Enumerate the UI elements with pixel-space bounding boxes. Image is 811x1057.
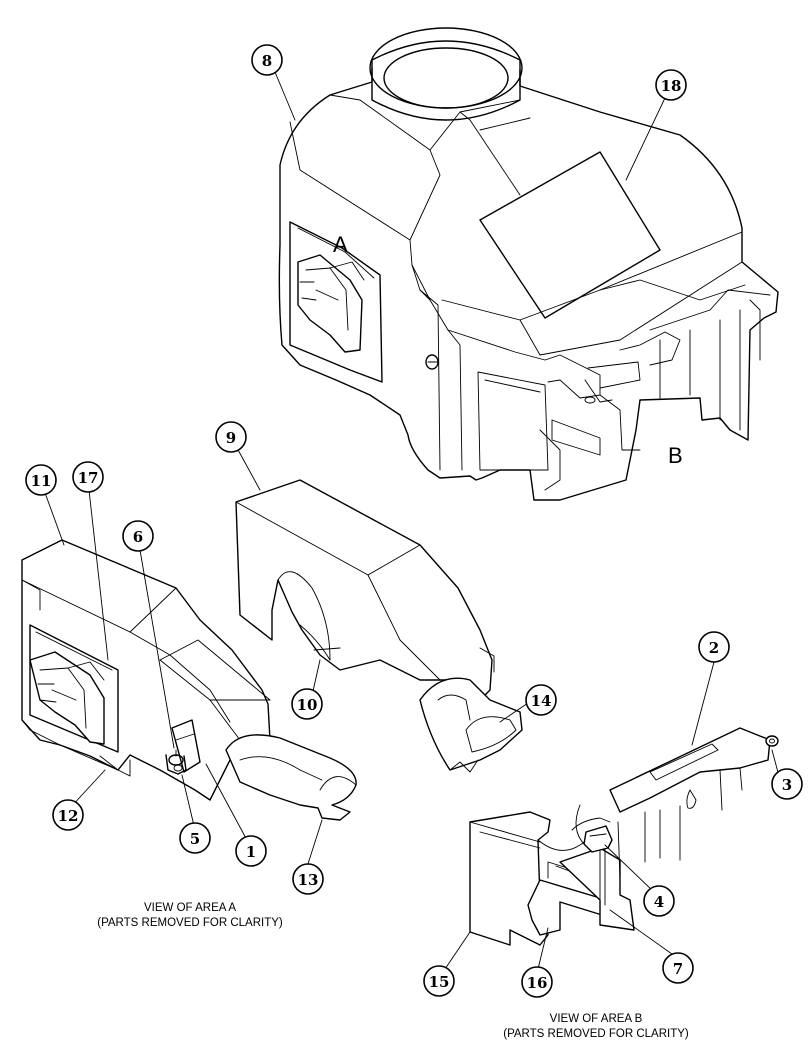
callout-1-number: 1 bbox=[246, 843, 256, 861]
callout-17-number: 17 bbox=[78, 469, 99, 487]
callout-6-number: 6 bbox=[133, 528, 143, 546]
blower-duct-part-11 bbox=[21, 539, 357, 821]
callout-6: 6 bbox=[122, 520, 154, 552]
callout-15-number: 15 bbox=[429, 973, 450, 991]
area-b-label: B bbox=[668, 443, 683, 468]
callout-8: 8 bbox=[251, 44, 283, 76]
callout-5: 5 bbox=[179, 822, 211, 854]
callout-2: 2 bbox=[698, 631, 730, 663]
callout-9-number: 9 bbox=[226, 429, 236, 447]
callout-12-number: 12 bbox=[58, 807, 79, 825]
callout-4: 4 bbox=[643, 885, 675, 917]
callout-12: 12 bbox=[52, 799, 84, 831]
callout-14: 14 bbox=[525, 684, 557, 716]
callout-1: 1 bbox=[235, 835, 267, 867]
blower-housing-shroud bbox=[278, 27, 779, 501]
callout-15: 15 bbox=[423, 965, 455, 997]
callout-13: 13 bbox=[292, 863, 324, 895]
callout-3-number: 3 bbox=[782, 776, 792, 794]
callout-13-number: 13 bbox=[298, 871, 319, 889]
callout-3: 3 bbox=[771, 768, 803, 800]
callout-16: 16 bbox=[521, 966, 553, 998]
area-b-detail bbox=[469, 727, 779, 946]
area-a-caption-title: VIEW OF AREA A bbox=[144, 902, 236, 914]
callout-9: 9 bbox=[215, 421, 247, 453]
callout-14-number: 14 bbox=[531, 692, 552, 710]
callout-11-number: 11 bbox=[31, 472, 52, 490]
callout-10: 10 bbox=[291, 688, 323, 720]
leader-lines bbox=[43, 71, 781, 974]
callout-10-number: 10 bbox=[297, 696, 318, 714]
area-b-caption-note: (PARTS REMOVED FOR CLARITY) bbox=[503, 1028, 689, 1040]
callout-2-number: 2 bbox=[709, 639, 719, 657]
callout-8-number: 8 bbox=[262, 52, 272, 70]
blower-duct-part-9 bbox=[235, 479, 523, 773]
callout-18-number: 18 bbox=[661, 77, 682, 95]
area-a-label: A bbox=[333, 232, 348, 257]
area-b-caption-title: VIEW OF AREA B bbox=[550, 1013, 643, 1025]
callout-17: 17 bbox=[72, 461, 104, 493]
callout-7-number: 7 bbox=[673, 960, 683, 978]
callout-11: 11 bbox=[25, 464, 57, 496]
callout-5-number: 5 bbox=[190, 830, 200, 848]
callout-7: 7 bbox=[662, 952, 694, 984]
callout-4-number: 4 bbox=[654, 893, 664, 911]
callout-16-number: 16 bbox=[527, 974, 548, 992]
callout-18: 18 bbox=[655, 69, 687, 101]
area-a-caption-note: (PARTS REMOVED FOR CLARITY) bbox=[97, 917, 283, 929]
